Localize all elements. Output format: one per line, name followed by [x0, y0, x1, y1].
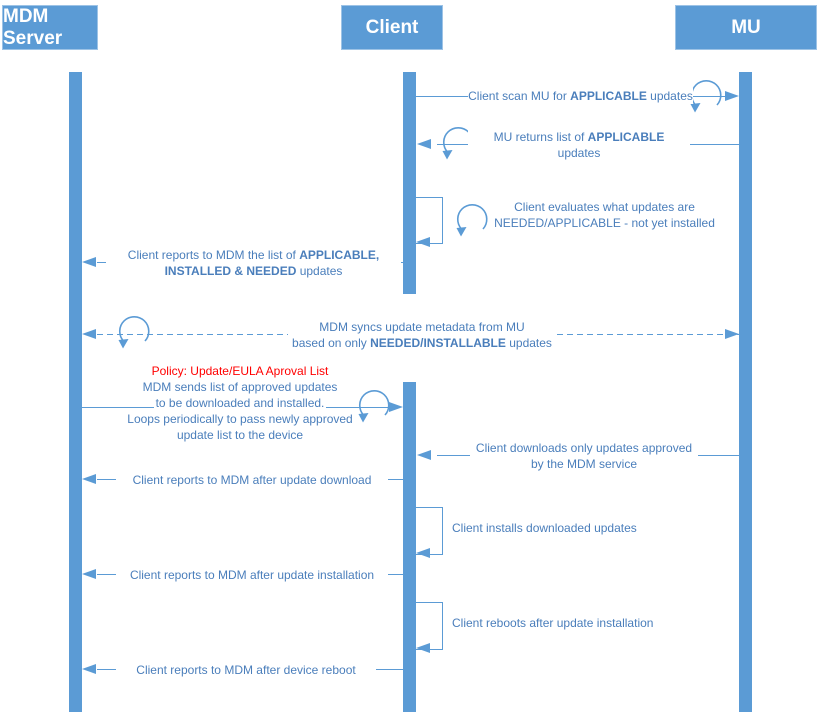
actor-mdm-server: MDM Server [2, 5, 98, 50]
policy-title: Policy: Update/EULA Aproval List [149, 364, 331, 378]
arrowhead-left [82, 257, 96, 267]
actor-client: Client [341, 5, 443, 50]
message-label: Client installs downloaded updates [450, 520, 639, 536]
lifeline-mdm [69, 72, 82, 712]
actor-mu: MU [675, 5, 817, 50]
message-label: MU returns list of APPLICABLE updates [468, 129, 690, 161]
message-label: Client reports to MDM the list of APPLIC… [106, 247, 401, 279]
message-label: Client downloads only updates approved b… [470, 440, 698, 472]
actor-label: Client [365, 16, 419, 38]
arrowhead-left [417, 139, 431, 149]
policy-label: Policy: Update/EULA Aproval List MDM sen… [125, 364, 355, 442]
lifeline-client-upper [403, 72, 416, 294]
loop-arrow-icon [118, 315, 150, 349]
arrowhead-left [82, 569, 96, 579]
message-label: Client reports to MDM after device reboo… [116, 662, 376, 678]
message-label: Client reports to MDM after update downl… [116, 472, 388, 488]
message-label: Client scan MU for APPLICABLE updates [468, 88, 693, 104]
actor-label: MU [731, 16, 761, 38]
message-label: MDM syncs update metadata from MU based … [288, 319, 556, 351]
message-label: Client reboots after update installation [450, 615, 656, 631]
loop-arrow-icon [456, 203, 488, 237]
arrowhead-left [416, 643, 430, 653]
arrowhead-left [82, 329, 96, 339]
arrowhead-left [416, 237, 430, 247]
lifeline-mu [739, 72, 752, 712]
lifeline-client-lower [403, 382, 416, 712]
message-label: Client reports to MDM after update insta… [116, 567, 388, 583]
arrowhead-left [417, 450, 431, 460]
arrowhead-right [725, 91, 739, 101]
arrowhead-left [82, 474, 96, 484]
actor-label: MDM Server [3, 5, 63, 49]
arrowhead-left [82, 664, 96, 674]
message-label: Client evaluates what updates are NEEDED… [492, 199, 717, 231]
arrowhead-left [416, 548, 430, 558]
arrowhead-right [725, 329, 739, 339]
arrowhead-right [389, 402, 403, 412]
loop-arrow-icon [358, 389, 390, 423]
